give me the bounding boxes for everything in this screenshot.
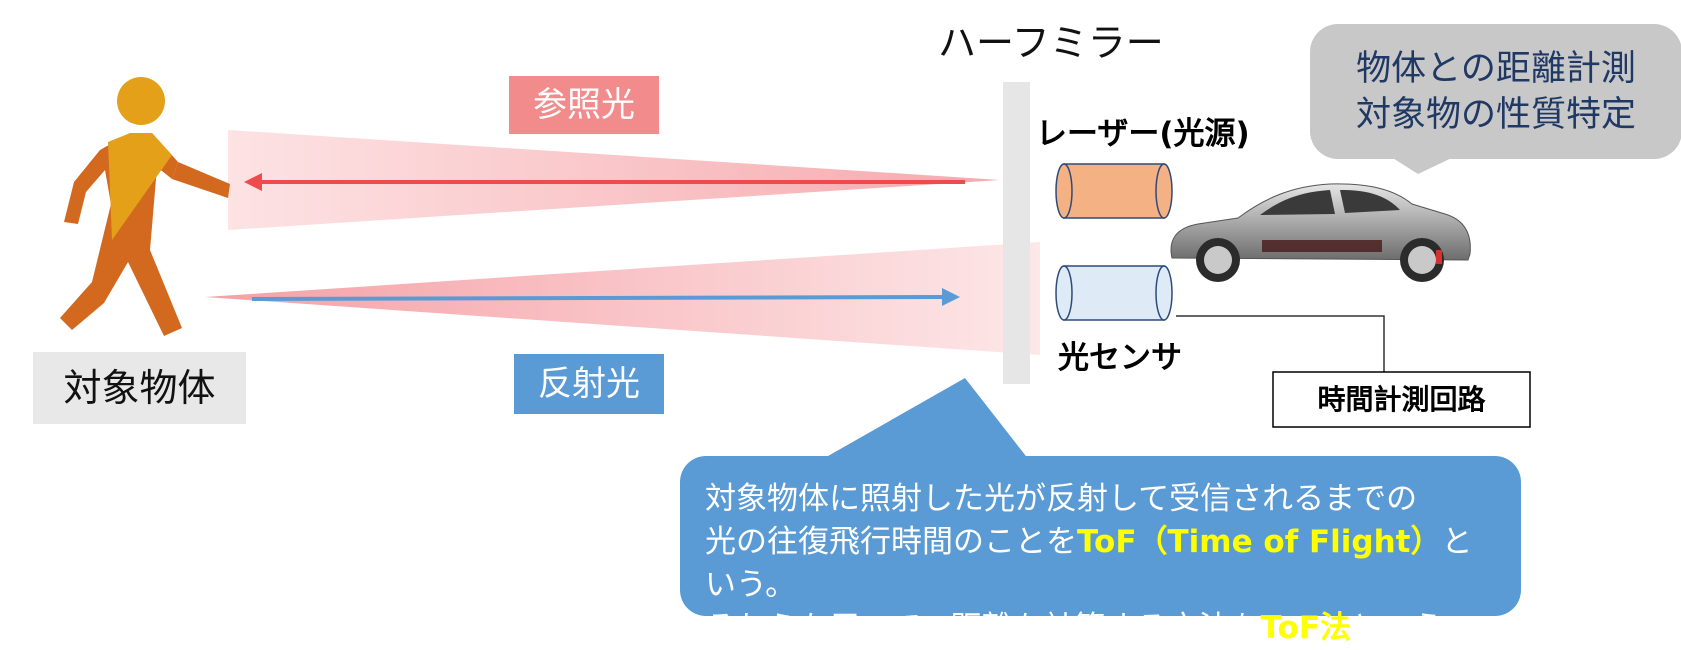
- reference-light-box: [509, 76, 659, 134]
- timing-circuit-label: 時間計測回路: [1317, 383, 1486, 416]
- bottom-callout-line3: それらを用いて、距離を計算する方法をToF法という。: [705, 607, 1495, 650]
- reflected-arrow: [251, 295, 943, 301]
- reflected-light-label: 反射光: [538, 364, 640, 404]
- bottom-callout-line1: 対象物体に照射した光が反射して受信されるまでの: [705, 481, 1418, 517]
- target-object-label: 対象物体: [63, 366, 216, 410]
- top-callout-line1: 物体との距離計測: [1356, 49, 1636, 89]
- bottom-callout-line2-post: という。: [705, 524, 1473, 603]
- tof-diagram: [33, 24, 1681, 616]
- half-mirror-label: ハーフミラー: [938, 21, 1164, 65]
- tof-method-highlight: ToF法: [1260, 610, 1352, 646]
- bottom-callout-line2-pre: 光の往復飛行時間のことを: [705, 524, 1077, 560]
- reflected-light-box: [514, 354, 664, 414]
- light-sensor-icon: [1055, 265, 1173, 321]
- laser-icon: [1055, 163, 1173, 219]
- bottom-callout-text: 対象物体に照射した光が反射して受信されるまでの 光の往復飛行時間のことをToF（…: [705, 478, 1495, 650]
- timing-circuit-box: [1272, 371, 1531, 428]
- target-object-box: [33, 352, 246, 424]
- reference-light-label: 参照光: [533, 85, 635, 125]
- car-icon: [1170, 183, 1471, 282]
- bottom-callout-line2: 光の往復飛行時間のことをToF（Time of Flight）という。: [705, 521, 1495, 607]
- reference-arrowhead: [244, 173, 262, 191]
- top-callout-line2: 対象物の性質特定: [1355, 95, 1636, 135]
- top-callout-text: 物体との距離計測 対象物の性質特定: [1310, 46, 1681, 138]
- reflected-arrowhead: [942, 288, 960, 306]
- sensor-connector: [1176, 315, 1385, 372]
- top-callout-bubble: [1310, 24, 1681, 174]
- bottom-callout-bubble: [680, 378, 1521, 616]
- bottom-callout-line3-post: という。: [1351, 610, 1474, 646]
- half-mirror: [1003, 82, 1030, 384]
- person-icon: [60, 77, 230, 336]
- bottom-callout-line3-pre: それらを用いて、距離を計算する方法を: [705, 610, 1261, 646]
- laser-label: レーザー(光源): [1036, 116, 1250, 152]
- tof-highlight: ToF（Time of Flight）: [1077, 524, 1442, 560]
- light-sensor-label: 光センサ: [1058, 340, 1182, 376]
